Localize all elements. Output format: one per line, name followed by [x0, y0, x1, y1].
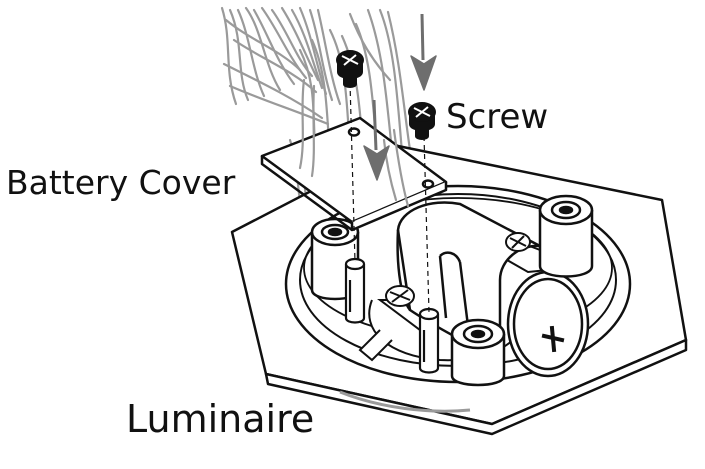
- standoff-post-front: [450, 318, 506, 387]
- battery: [396, 201, 590, 378]
- arrow-down-cover-icon: [363, 99, 390, 181]
- screw-left-icon: [336, 50, 364, 88]
- clip-screw-front-icon: [385, 285, 415, 307]
- screw-right-icon: [408, 102, 436, 140]
- threaded-pin-right: [418, 307, 440, 374]
- clip-screw-right-icon: [505, 232, 531, 252]
- arrow-down-screw-icon: [410, 13, 437, 91]
- luminaire-label: Luminaire: [126, 397, 315, 441]
- wire-strands-front: [298, 78, 410, 208]
- alignment-guides: [349, 81, 430, 313]
- battery-cover-label: Battery Cover: [6, 163, 236, 202]
- battery-plus-icon: [541, 325, 565, 353]
- threaded-pin-left: [344, 257, 366, 324]
- standoff-post-back: [538, 194, 594, 278]
- screw-label: Screw: [446, 97, 549, 137]
- battery-cover: [260, 116, 448, 232]
